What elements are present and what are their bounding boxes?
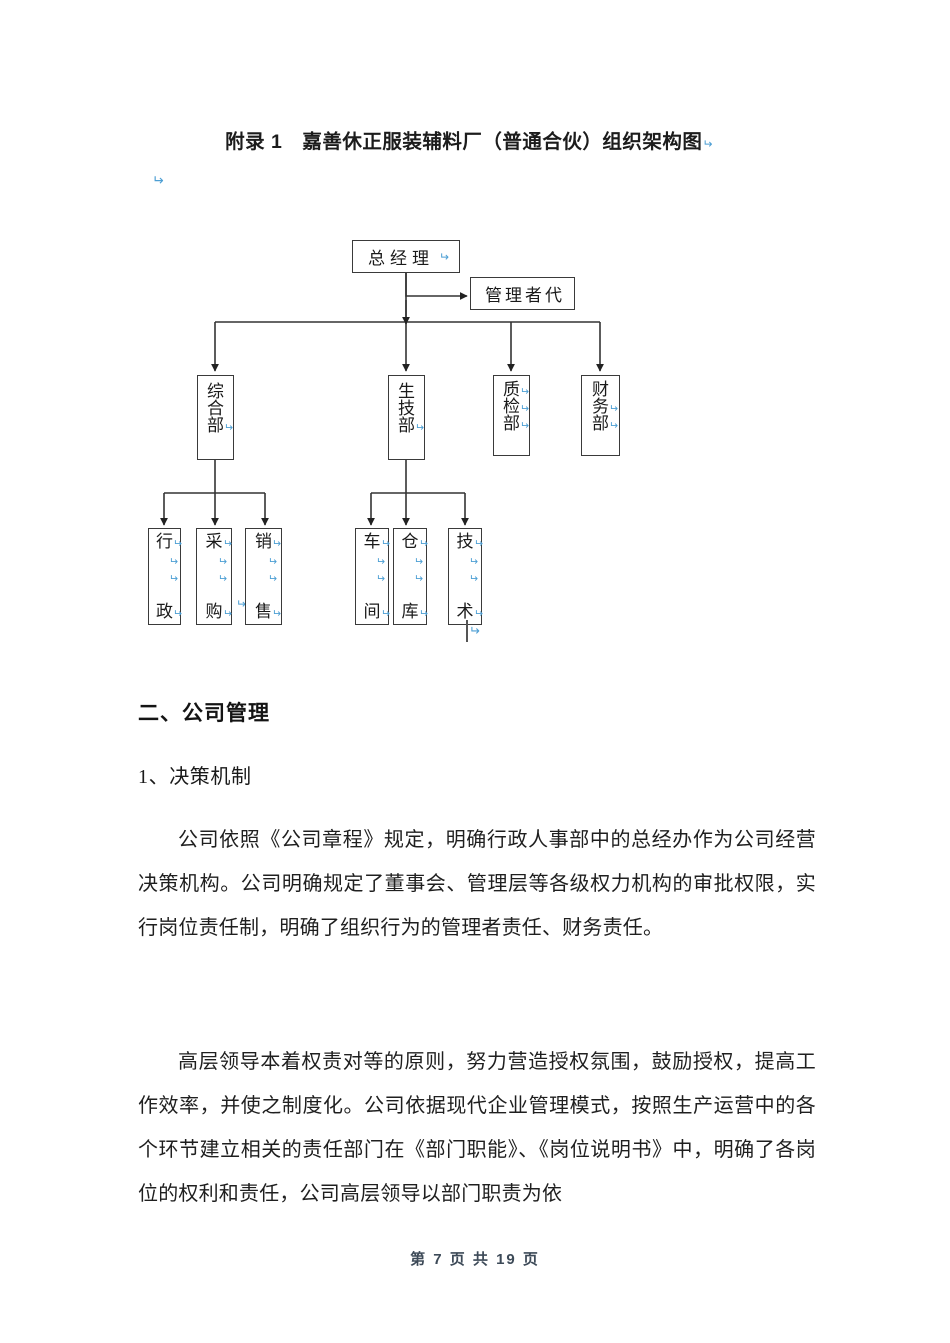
org-node-char: 技↵ bbox=[456, 532, 483, 551]
pilcrow-icon: ↵ bbox=[473, 606, 483, 620]
pilcrow-icon: ↵ bbox=[473, 537, 483, 550]
pilcrow-icon: ↵ bbox=[433, 249, 450, 264]
org-node-char: 合 bbox=[207, 399, 224, 418]
pilcrow-icon: ↵ bbox=[418, 606, 428, 620]
org-node-char: 部↵ bbox=[398, 416, 425, 435]
org-node-char: 部↵ bbox=[503, 414, 530, 433]
pilcrow-icon: ↵ bbox=[380, 606, 390, 620]
pilcrow-icon: ↵ bbox=[376, 572, 386, 586]
org-chart-connectors bbox=[160, 272, 604, 526]
pilcrow-icon: ↵ bbox=[272, 537, 282, 550]
page-footer: 第 7 页 共 19 页 bbox=[410, 1251, 540, 1268]
org-chart: 总经理↵ 管理者代 综 合 部↵ 生 技 部↵ 质↵ 检↵ 部↵ 财 务↵ 部↵ bbox=[148, 240, 620, 642]
org-node-char: 检↵ bbox=[503, 397, 530, 416]
pilcrow-icon: ↵ bbox=[222, 606, 232, 620]
org-node-warehouse[interactable]: 仓↵ ↵ ↵ 库↵ bbox=[393, 528, 428, 625]
paragraph-delegation: 高层领导本着权责对等的原则，努力营造授权氛围，鼓励授权，提高工作效率，并使之制度… bbox=[138, 1051, 816, 1205]
org-node-char: 质↵ bbox=[503, 380, 530, 399]
org-node-sales[interactable]: 销↵ ↵ ↵ 售↵ bbox=[245, 528, 282, 625]
org-node-char: 部↵ bbox=[207, 416, 234, 435]
org-node-label: 总经理 bbox=[367, 249, 434, 268]
org-node-char: 综 bbox=[207, 382, 224, 401]
page-title-text: 附录 1 嘉善休正服装辅料厂（普通合伙）组织架构图 bbox=[225, 131, 703, 153]
org-node-workshop[interactable]: 车↵ ↵ ↵ 间↵ bbox=[355, 528, 390, 625]
pilcrow-icon: ↵ bbox=[168, 572, 178, 586]
org-node-char: 技 bbox=[398, 399, 415, 418]
org-node-char: 术↵ bbox=[456, 601, 483, 621]
org-node-char: 售↵ bbox=[255, 601, 282, 621]
pilcrow-icon: ↵ bbox=[224, 421, 234, 434]
org-node-management-representative[interactable]: 管理者代 bbox=[470, 277, 575, 310]
pilcrow-icon: ↵ bbox=[173, 537, 183, 550]
pilcrow-icon: ↵ bbox=[218, 554, 228, 568]
section-heading: 二、公司管理 bbox=[138, 702, 270, 725]
org-node-char: 销↵ bbox=[255, 532, 282, 551]
org-node-char: 车↵ bbox=[363, 532, 390, 551]
org-node-production-technology-dept[interactable]: 生 技 部↵ bbox=[388, 375, 425, 460]
org-node-char: 生 bbox=[398, 382, 415, 401]
pilcrow-icon: ↵ bbox=[469, 572, 479, 586]
org-node-administration[interactable]: 行↵ ↵ ↵ 政↵ bbox=[148, 528, 183, 625]
org-node-label: 管理者代 bbox=[485, 286, 565, 305]
org-node-technology[interactable]: 技↵ ↵ ↵ 术↵ bbox=[448, 528, 483, 625]
pilcrow-icon: ↵ bbox=[415, 421, 425, 434]
org-node-char: 务↵ bbox=[592, 397, 619, 416]
pilcrow-icon: ↵ bbox=[376, 554, 386, 568]
pilcrow-icon: ↵ bbox=[414, 572, 424, 586]
section-subheading: 1、决策机制 bbox=[138, 766, 252, 788]
paragraph-decision-mechanism: 公司依照《公司章程》规定，明确行政人事部中的总经办作为公司经营决策机构。公司明确… bbox=[138, 829, 816, 939]
pilcrow-icon: ↵ bbox=[609, 419, 619, 432]
org-node-general-manager[interactable]: 总经理↵ bbox=[352, 240, 460, 273]
org-node-char: 政↵ bbox=[156, 601, 183, 621]
org-node-char: 财 bbox=[592, 380, 609, 399]
pilcrow-icon: ↵ bbox=[418, 537, 428, 550]
org-node-quality-control-dept[interactable]: 质↵ 检↵ 部↵ bbox=[493, 375, 530, 456]
org-node-char: 仓↵ bbox=[401, 532, 428, 551]
pilcrow-icon: ↵ bbox=[520, 419, 530, 432]
pilcrow-icon: ↵ bbox=[469, 554, 479, 568]
org-node-general-affairs-dept[interactable]: 综 合 部↵ bbox=[197, 375, 234, 460]
pilcrow-icon: ↵ bbox=[222, 537, 232, 550]
org-node-finance-dept[interactable]: 财 务↵ 部↵ bbox=[581, 375, 620, 456]
org-node-char: 间↵ bbox=[363, 601, 390, 621]
pilcrow-icon: ↵ bbox=[520, 402, 530, 415]
pilcrow-icon: ↵ bbox=[520, 385, 530, 398]
pilcrow-icon: ↵ bbox=[414, 554, 424, 568]
pilcrow-icon: ↵ bbox=[267, 572, 277, 586]
pilcrow-icon: ↵ bbox=[272, 606, 282, 620]
org-node-purchasing[interactable]: 采↵ ↵ ↵ 购↵ bbox=[196, 528, 232, 625]
pilcrow-icon: ↵ bbox=[469, 624, 480, 639]
org-node-char: 部↵ bbox=[592, 414, 619, 433]
org-node-char: 采↵ bbox=[205, 532, 232, 551]
page-title: 附录 1 嘉善休正服装辅料厂（普通合伙）组织架构图↵ bbox=[0, 125, 950, 154]
org-node-char: 行↵ bbox=[156, 532, 183, 551]
org-node-char: 库↵ bbox=[401, 601, 428, 621]
text-caret bbox=[466, 620, 468, 642]
pilcrow-icon: ↵ bbox=[609, 402, 619, 415]
pilcrow-icon: ↵ bbox=[173, 606, 183, 620]
pilcrow-icon: ↵ bbox=[168, 554, 178, 568]
pilcrow-icon: ↵ bbox=[380, 537, 390, 550]
pilcrow-icon: ↵ bbox=[267, 554, 277, 568]
pilcrow-icon: ↵ bbox=[218, 572, 228, 586]
org-node-char: 购↵ bbox=[205, 601, 232, 621]
